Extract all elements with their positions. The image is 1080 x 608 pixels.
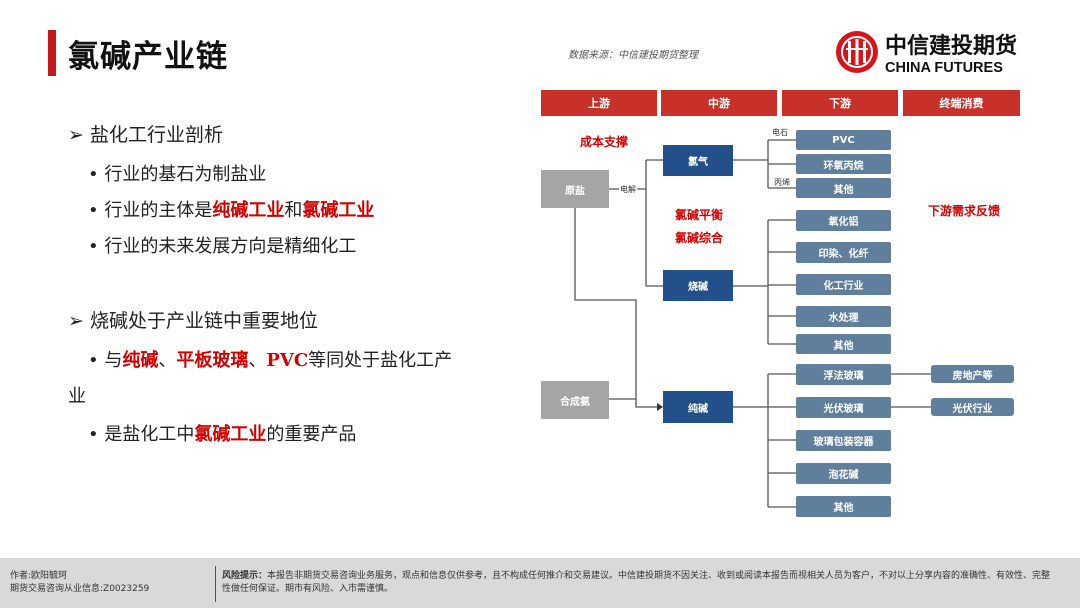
bullet-1: • 行业的基石为制盐业 [88, 164, 267, 185]
node-float-glass: 浮法玻璃 [796, 364, 891, 385]
note-chlor-alkali-balance: 氯碱平衡 [675, 208, 724, 222]
node-water-treatment: 水处理 [796, 306, 891, 327]
logo-cn: 中信建投期货 [885, 33, 1017, 59]
label-carbide: 电石 [772, 128, 788, 137]
header-upstream: 上游 [541, 90, 657, 116]
diagram-connectors [574, 139, 931, 508]
node-sodium-silicate: 泡花碱 [796, 463, 891, 484]
node-ammonia: 合成氨 [541, 381, 609, 419]
bullet-4-wrap: 业 [68, 386, 86, 407]
heading-caustic: ➢ 烧碱处于产业链中重要地位 [68, 310, 318, 332]
node-chemical-industry: 化工行业 [796, 274, 891, 295]
node-dyeing-fiber: 印染、化纤 [796, 242, 891, 263]
node-soda-ash: 纯碱 [663, 391, 733, 423]
label-propylene: 丙烯 [774, 178, 790, 187]
page-title: 氯碱产业链 [68, 39, 228, 75]
footer-risk: 风险提示：本报告非期货交易咨询业务服务，观点和信息仅供参考，且不构成任何推介和交… [222, 571, 1051, 594]
footer-divider [215, 566, 216, 602]
header-midstream: 中游 [661, 90, 777, 116]
label-electrolysis: 电解 [619, 184, 637, 195]
node-soda-other: 其他 [796, 496, 891, 517]
node-pv-glass: 光伏玻璃 [796, 397, 891, 418]
header-terminal: 终端消费 [903, 90, 1020, 116]
bullet-4: • 与纯碱、平板玻璃、PVC等同处于盐化工产 [88, 350, 453, 371]
header-downstream: 下游 [782, 90, 898, 116]
node-glass-container: 玻璃包装容器 [796, 430, 891, 451]
node-caustic-soda: 烧碱 [663, 270, 733, 301]
node-pv-industry: 光伏行业 [931, 398, 1014, 416]
heading-salt-chem: ➢ 盐化工行业剖析 [68, 124, 223, 146]
node-real-estate: 房地产等 [931, 365, 1014, 383]
node-epoxypropane: 环氧丙烷 [796, 154, 891, 174]
bullet-2: • 行业的主体是纯碱工业和氯碱工业 [88, 200, 375, 221]
node-raw-salt: 原盐 [541, 170, 609, 208]
logo-en: CHINA FUTURES [885, 60, 1003, 76]
bullet-5: • 是盐化工中氯碱工业的重要产品 [88, 424, 357, 445]
node-chlorine-other: 其他 [796, 178, 891, 198]
node-caustic-other: 其他 [796, 334, 891, 354]
citic-logo-icon: 中信建投期货 CHINA FUTURES [836, 31, 1017, 76]
node-alumina: 氧化铝 [796, 210, 891, 231]
note-cost-support: 成本支撑 [580, 135, 629, 149]
footer [0, 558, 1080, 608]
node-pvc: PVC [796, 130, 891, 150]
node-chlorine: 氯气 [663, 145, 733, 176]
note-chlor-alkali-integrated: 氯碱综合 [675, 231, 724, 245]
footer-author: 作者:欧阳毓珂 [10, 571, 68, 581]
company-logo: 中信建投期货 CHINA FUTURES [835, 28, 1035, 78]
bullet-3: • 行业的未来发展方向是精细化工 [88, 236, 357, 257]
title-accent-bar [48, 30, 56, 76]
source-note: 数据来源：中信建投期货整理 [568, 50, 698, 61]
note-demand-feedback: 下游需求反馈 [928, 204, 1001, 218]
footer-license: 期货交易咨询从业信息:Z0023259 [10, 584, 150, 594]
